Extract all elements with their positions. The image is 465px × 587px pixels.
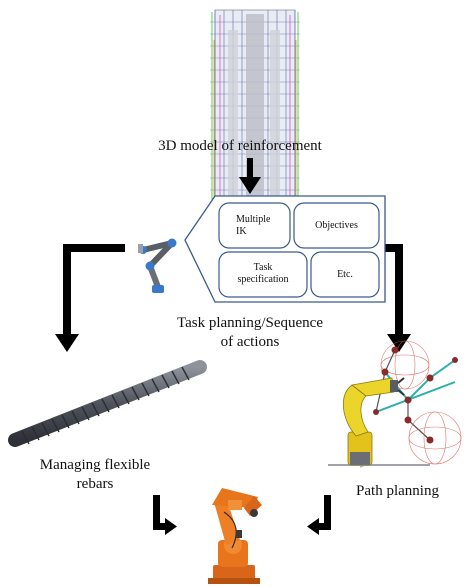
left-caption-line1: Managing flexible — [39, 457, 151, 473]
left-caption: Managing flexible rebars — [10, 456, 180, 494]
bottom-right-arrow — [307, 495, 331, 535]
multiple-ik-box — [218, 202, 291, 249]
center-caption-line2: of actions — [220, 333, 280, 350]
top-caption: 3D model of reinforcement — [158, 138, 322, 154]
etc-text: Etc. — [337, 269, 353, 280]
collaborative-robot-image — [138, 238, 177, 293]
task-spec-line2: specification — [237, 274, 289, 285]
left-caption-line2: rebars — [76, 475, 114, 492]
center-caption-line1: Task planning/Sequence — [177, 315, 323, 331]
objectives-label: Objectives — [294, 220, 379, 232]
left-elbow-arrow — [55, 244, 125, 352]
task-specification-label: Task specification — [219, 262, 307, 286]
down-arrow-top — [239, 158, 261, 194]
yellow-robot-arm — [328, 377, 430, 468]
right-caption: Path planning — [356, 483, 439, 499]
objectives-text: Objectives — [315, 220, 358, 231]
multiple-ik-label: Multiple IK — [236, 214, 286, 238]
task-specification-box — [218, 251, 308, 298]
bottom-left-arrow — [153, 495, 177, 535]
task-spec-line1: Task — [253, 262, 273, 273]
center-caption: Task planning/Sequence of actions — [150, 314, 350, 352]
multiple-ik-line1: Multiple — [236, 214, 271, 225]
etc-label: Etc. — [311, 269, 379, 281]
orange-robot — [208, 488, 262, 584]
etc-box — [310, 251, 380, 298]
objectives-box — [293, 202, 380, 249]
rebar-bar — [8, 360, 207, 447]
multiple-ik-line2: IK — [236, 226, 247, 237]
